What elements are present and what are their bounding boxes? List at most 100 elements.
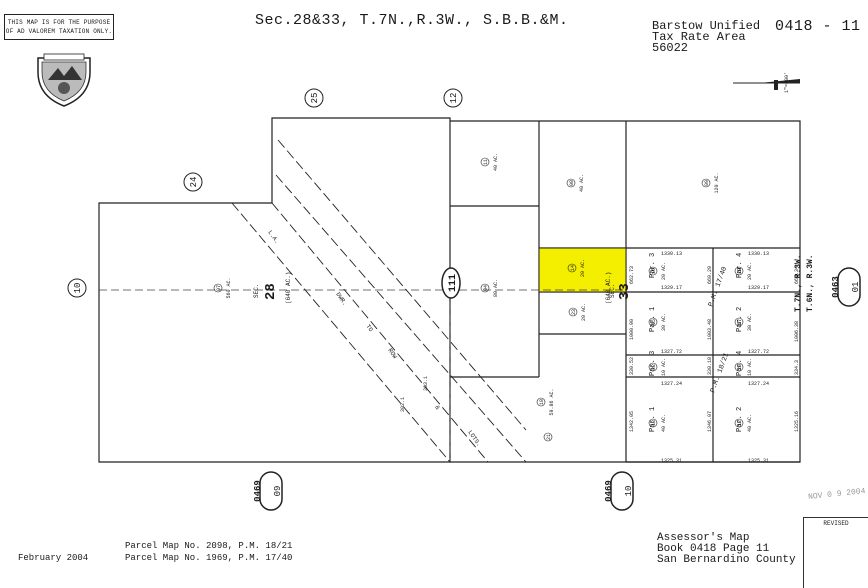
- parcel-12-acres: 40 AC.: [747, 414, 753, 432]
- parcel-14-circle: [567, 263, 577, 273]
- parcel-07-acres: 560 AC.: [226, 277, 232, 298]
- row-label-la: L.A.: [266, 229, 280, 245]
- tax-rate-area-number: 56022: [652, 41, 689, 55]
- page-ref-r-top: 0463: [831, 276, 841, 298]
- parcel-18-number[interactable]: 18: [539, 399, 545, 405]
- row-label-and: &: [433, 404, 441, 411]
- dim-9: 1325.31: [661, 458, 682, 464]
- parcel-12-circle: [734, 418, 744, 428]
- parcel-20-circle: [734, 362, 744, 372]
- right-of-way-lines: [231, 139, 527, 463]
- circle-10: 10: [73, 283, 83, 294]
- parcel-16-acres: 20 AC.: [661, 262, 667, 280]
- parcel-15-number[interactable]: 15: [651, 319, 657, 325]
- page-ref-bm-top: 0469: [604, 480, 614, 502]
- district-name: Barstow Unified: [652, 19, 761, 33]
- assessor-map-title: Assessor's Map: [657, 532, 750, 544]
- parcel-13-number[interactable]: 13: [651, 420, 657, 426]
- parcel-07-number[interactable]: 07: [216, 285, 222, 291]
- parcel-07-circle: [213, 283, 223, 293]
- par-labels: Par. 3 Par. 4 Par. 1 Par. 2 Par. 3 Par. …: [649, 253, 744, 432]
- par-1-lower: Par. 1: [649, 407, 657, 432]
- notice-line-1: THIS MAP IS FOR THE PURPOSE: [7, 19, 111, 26]
- parcel-23-acres: 20 AC.: [581, 303, 587, 321]
- circle-refs: 25 12 24 10 111: [67, 88, 463, 299]
- parcel-22-circle: [648, 362, 658, 372]
- parcel-18-circle: [536, 397, 546, 407]
- parcel-16-number[interactable]: 16: [651, 268, 657, 274]
- dim-v5: 330.18: [707, 357, 713, 375]
- dim-v12: 669.34: [794, 266, 800, 284]
- parcel-17-acres: 30 AC.: [747, 313, 753, 331]
- dim-v9: 1325.16: [794, 411, 800, 432]
- page-ref-right[interactable]: 0463 01: [831, 267, 861, 307]
- parcel-20-number[interactable]: 20: [737, 364, 743, 370]
- dim-7: 1327.24: [661, 381, 682, 387]
- page-ref-bottom-left[interactable]: 0469 09: [253, 471, 283, 511]
- dim-4: 1329.17: [748, 285, 769, 291]
- dim-8: 1327.24: [748, 381, 769, 387]
- parcel-08-circle: [566, 178, 576, 188]
- row-label-row: ROW: [386, 347, 398, 360]
- page-ref-bl-top: 0469: [253, 480, 263, 502]
- county-seal: [37, 53, 91, 107]
- parcel-22-number[interactable]: 22: [651, 364, 657, 370]
- parcel-04-circle: [480, 283, 490, 293]
- sec28-prefix: SEC.: [253, 284, 260, 298]
- par-3-lower: Par. 3: [649, 351, 657, 376]
- par-1-upper: Par. 1: [649, 307, 657, 332]
- parcel-23-circle: [568, 307, 578, 317]
- parcel-13-acres: 40 AC.: [661, 414, 667, 432]
- parcel-12-number[interactable]: 12: [737, 420, 743, 426]
- parcel-17-circle: [734, 317, 744, 327]
- parcel-09-number[interactable]: 09: [704, 180, 710, 186]
- parcel-19-number[interactable]: 19: [737, 268, 743, 274]
- dim-v1: 1000.90: [629, 319, 635, 340]
- dim-v10: 662.73: [629, 266, 635, 284]
- parcel-21-number[interactable]: 21: [546, 434, 552, 440]
- revised-box: REVISED: [803, 517, 868, 588]
- parcel-09-circle: [701, 178, 711, 188]
- parcel-14-number[interactable]: 14: [570, 265, 576, 271]
- parcel-23-number[interactable]: 23: [571, 309, 577, 315]
- scale-label: 1"=800': [784, 72, 790, 93]
- parcel-17-number[interactable]: 17: [737, 319, 743, 325]
- parcel-18-acres: 59.86 AC.: [549, 388, 555, 415]
- par-2-lower: Par. 2: [736, 407, 744, 432]
- township-7n: T.7N., R.3W.: [794, 254, 803, 312]
- dim-row-2: 303.1: [423, 376, 429, 391]
- circle-25: 25: [310, 93, 320, 104]
- parcel-08-number[interactable]: 08: [569, 180, 575, 186]
- sec33-prefix: SEC.: [609, 284, 616, 298]
- par-4-lower: Par. 4: [736, 351, 744, 376]
- row-label-dwr: DWR.: [334, 291, 348, 307]
- parcel-11-circle: [480, 157, 490, 167]
- page-ref-bl-bottom: 09: [273, 486, 283, 497]
- parcel-19-acres: 20 AC.: [747, 262, 753, 280]
- notice-line-2: OF AD VALOREM TAXATION ONLY.: [5, 28, 113, 35]
- circle-111: 111: [448, 274, 459, 292]
- parcel-11-number[interactable]: 11: [483, 159, 489, 165]
- book-page-number: 0418 - 11: [775, 18, 861, 35]
- dim-v6: 334.3: [794, 360, 800, 375]
- parcel-08-acres: 40 AC.: [579, 174, 585, 192]
- page-ref-bottom-mid[interactable]: 0469 10: [604, 471, 634, 511]
- parcel-map-2098: Parcel Map No. 2098, P.M. 18/21: [125, 541, 293, 551]
- dim-v3: 1006.38: [794, 321, 800, 342]
- map-title: Sec.28&33, T.7N.,R.3W., S.B.B.&M.: [255, 12, 569, 29]
- parcel-22-acres: 10 AC.: [661, 358, 667, 376]
- map-date: February 2004: [18, 553, 89, 563]
- circle-24: 24: [189, 177, 199, 188]
- page-ref-bm-bottom: 10: [624, 486, 634, 497]
- book-page-label: Book 0418 Page 11: [657, 543, 770, 555]
- parcel-21-circle: [543, 432, 553, 442]
- dim-v7: 1342.05: [629, 411, 635, 432]
- parcel-20-acres: 10 AC.: [747, 358, 753, 376]
- dimension-labels: 1330.13 1330.13 1329.17 1329.17 1327.72 …: [629, 251, 800, 464]
- parcel-04-number[interactable]: 04: [483, 285, 489, 291]
- highlighted-parcel[interactable]: [538, 247, 627, 293]
- revised-label: REVISED: [823, 520, 849, 527]
- sec33-acres: (640 AC.): [605, 272, 612, 304]
- dim-2: 1330.13: [748, 251, 769, 257]
- parcel-13-circle: [648, 418, 658, 428]
